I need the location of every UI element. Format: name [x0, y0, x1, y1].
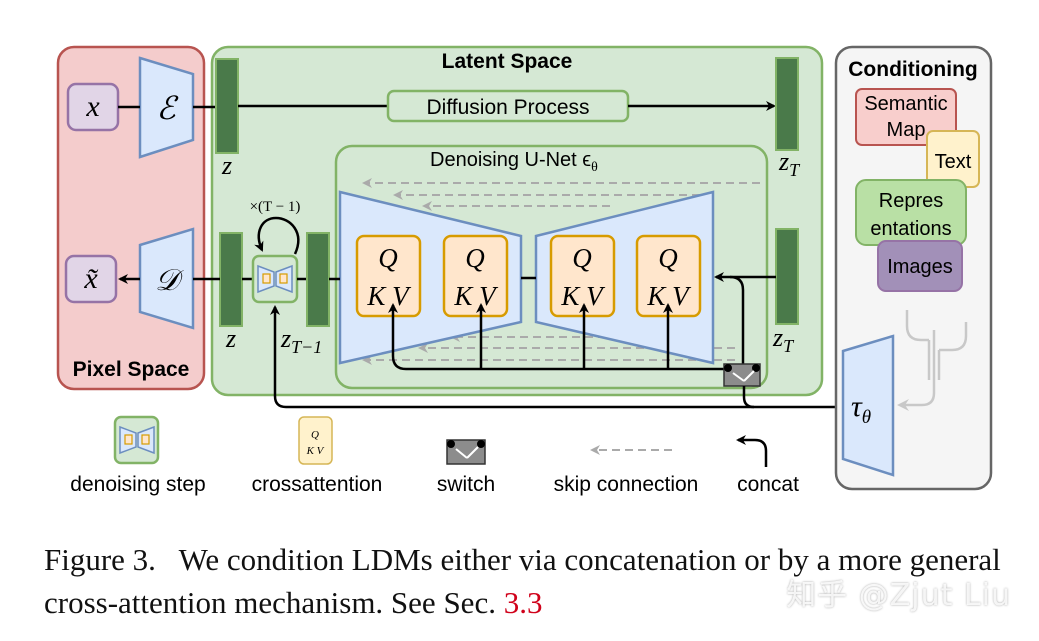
legend-switch-label: switch — [437, 473, 495, 496]
latent-zT1-bar — [306, 232, 330, 327]
svg-text:Text: Text — [935, 151, 972, 173]
legend-skip-connection-label: skip connection — [554, 473, 699, 496]
svg-text:Map: Map — [887, 119, 926, 141]
svg-text:Repres: Repres — [879, 190, 943, 212]
legend-switch-icon — [446, 439, 486, 465]
tau-to-denoising-step-arrow — [270, 305, 754, 409]
svg-text:Semantic: Semantic — [864, 93, 947, 115]
tau-encoder-shape — [841, 334, 895, 477]
latent-z-bottom-bar — [219, 232, 243, 327]
output-x-tilde-box — [64, 254, 118, 304]
latent-z-top-label: z — [221, 151, 232, 180]
denoising-step-icon — [251, 254, 299, 304]
figure-caption: Figure 3. We condition LDMs either via c… — [44, 538, 1034, 624]
svg-text:Q: Q — [572, 243, 592, 273]
legend-denoising-step-label: denoising step — [70, 473, 205, 496]
representations-card: Repres entations — [855, 179, 967, 246]
caption-prefix: Figure 3. — [44, 542, 156, 577]
conditioning-merge-tree — [897, 310, 968, 411]
svg-text:Q: Q — [658, 243, 678, 273]
legend-concat-icon — [736, 435, 768, 467]
switch-icon — [723, 363, 761, 387]
latent-zT-top-label: zT — [778, 147, 801, 180]
attention-block: Q K V — [355, 234, 422, 318]
unet-label: Denoising U-Net ϵθ — [430, 149, 598, 175]
concat-arrow — [729, 275, 745, 369]
svg-text:Images: Images — [887, 256, 953, 278]
input-x-label: x — [85, 90, 100, 123]
latent-z-bottom-label: z — [225, 324, 236, 353]
svg-text:Q: Q — [378, 243, 398, 273]
repeat-loop-arrow — [254, 216, 300, 255]
latent-zT-bottom-label: zT — [772, 323, 795, 356]
svg-text:Q: Q — [311, 429, 319, 441]
encoder-shape — [138, 56, 195, 159]
tau-encoder-label: τθ — [851, 390, 871, 428]
watermark-text: 知乎 @Zjut Liu — [786, 578, 1011, 613]
latent-z-top-bar — [215, 58, 239, 154]
caption-text: We condition LDMs either via concatenati… — [44, 542, 1001, 620]
text-card: Text — [926, 130, 980, 188]
caption-section-ref[interactable]: 3.3 — [503, 585, 543, 620]
images-card: Images — [877, 240, 963, 292]
svg-text:K V: K V — [306, 445, 325, 457]
legend-crossattention-icon: Q K V — [298, 416, 333, 465]
output-x-tilde-label: x̃ — [83, 262, 98, 295]
svg-text:entations: entations — [870, 218, 951, 240]
svg-text:K V: K V — [453, 281, 499, 311]
attention-block: Q K V — [549, 234, 616, 318]
conditioning-label: Conditioning — [848, 58, 977, 81]
cross-attention-conditioning-arrows — [388, 303, 740, 371]
legend-denoising-step-icon — [113, 415, 160, 465]
latent-space-label: Latent Space — [442, 50, 573, 73]
svg-text:Q: Q — [465, 243, 485, 273]
svg-text:K V: K V — [366, 281, 412, 311]
attention-block: Q K V — [635, 234, 702, 318]
latent-zT1-label: zT−1 — [280, 324, 322, 357]
decoder-shape — [138, 227, 195, 330]
repeat-label: ×(T − 1) — [250, 199, 301, 215]
legend-crossattention-label: crossattention — [252, 473, 383, 496]
legend-concat-label: concat — [737, 473, 799, 496]
latent-zT-bottom-bar — [775, 228, 799, 325]
latent-zT-top-bar — [775, 57, 799, 151]
encoder-label: ℰ — [156, 90, 179, 126]
pixel-space-label: Pixel Space — [73, 358, 190, 381]
attention-block: Q K V — [442, 234, 509, 318]
diffusion-process-label: Diffusion Process — [426, 96, 589, 119]
